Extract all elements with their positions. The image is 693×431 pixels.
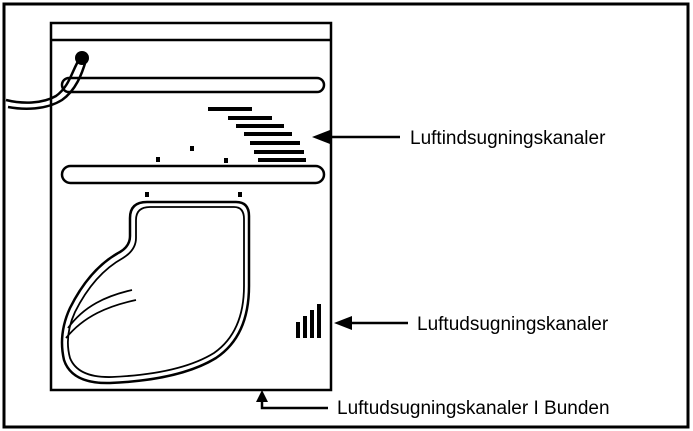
marker-dot bbox=[156, 157, 160, 162]
boot-sole-line bbox=[65, 299, 137, 339]
intake-slot bbox=[228, 116, 272, 120]
marker-dot bbox=[238, 192, 242, 197]
boot-inner-outline bbox=[66, 206, 245, 378]
intake-slot bbox=[258, 158, 306, 162]
callout-arrow-head bbox=[256, 390, 268, 402]
intake-slot bbox=[236, 124, 284, 128]
label-air-intake: Luftindsugningskanaler bbox=[410, 128, 606, 149]
marker-dots bbox=[145, 146, 242, 197]
intake-slot bbox=[244, 132, 292, 136]
intake-slot bbox=[250, 141, 300, 145]
intake-slot bbox=[254, 150, 304, 154]
marker-dot bbox=[224, 158, 228, 163]
callout-air-exhaust-bottom: Luftudsugningskanaler I Bunden bbox=[256, 390, 610, 419]
cord-wire-inner bbox=[7, 59, 88, 110]
air-exhaust-vents bbox=[296, 304, 321, 338]
intake-slot bbox=[208, 107, 252, 111]
exhaust-bar bbox=[317, 304, 321, 338]
boot-outline bbox=[60, 200, 251, 385]
callout-air-intake: Luftindsugningskanaler bbox=[312, 128, 606, 149]
air-intake-vents bbox=[208, 107, 306, 162]
boot-sole-line bbox=[67, 289, 133, 329]
boot-shape bbox=[60, 200, 251, 385]
device-outline bbox=[49, 21, 333, 392]
marker-dot bbox=[145, 192, 149, 197]
power-cord bbox=[5, 51, 89, 110]
callout-arrow-head bbox=[312, 130, 330, 144]
device-body bbox=[49, 21, 333, 392]
exhaust-bar bbox=[303, 316, 307, 338]
exhaust-bar bbox=[296, 322, 300, 338]
exhaust-bar bbox=[310, 310, 314, 338]
label-air-exhaust: Luftudsugningskanaler bbox=[417, 314, 609, 335]
label-air-exhaust-bottom: Luftudsugningskanaler I Bunden bbox=[337, 398, 610, 419]
callout-air-exhaust: Luftudsugningskanaler bbox=[334, 314, 609, 335]
lower-rail bbox=[60, 164, 326, 185]
marker-dot bbox=[190, 146, 194, 151]
upper-rail bbox=[60, 76, 326, 94]
callout-arrow-line bbox=[260, 398, 328, 410]
cord-wire bbox=[5, 57, 82, 104]
callout-arrow-head bbox=[334, 316, 352, 330]
